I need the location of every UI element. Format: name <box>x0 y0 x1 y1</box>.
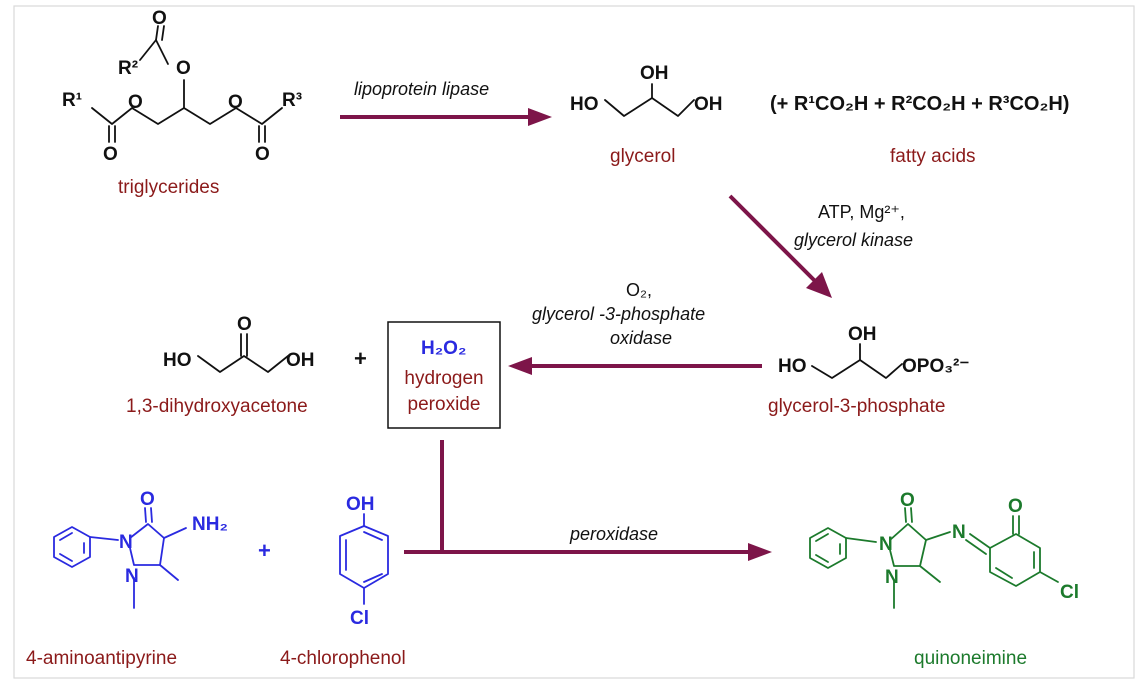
g3p-oxidase-label-line1: glycerol -3-phosphate <box>532 304 705 324</box>
quinoneimine-quinone-oxygen: O <box>1008 496 1023 517</box>
lipoprotein-lipase-label: lipoprotein lipase <box>354 79 489 99</box>
carbonyl-oxygen-1: O <box>103 144 118 165</box>
ester-oxygen-3: O <box>228 92 243 113</box>
oxygen-label: O₂, <box>626 280 652 300</box>
aap-amino-group: NH₂ <box>192 514 228 535</box>
glycerol-3-phosphate-structure: HO OH OPO₃²⁻ glycerol-3-phosphate <box>768 324 969 417</box>
chlorophenol-hydroxyl: OH <box>346 494 375 515</box>
triglycerides-label: triglycerides <box>118 177 219 198</box>
chlorophenol-label: 4-chlorophenol <box>280 648 406 669</box>
h2o2-formula: H₂O₂ <box>421 338 466 359</box>
quinoneimine-pyrazolone-oxygen: O <box>900 490 915 511</box>
r3-group: R³ <box>282 90 302 111</box>
aminoantipyrine-structure: O NH₂ N N 4-aminoantipyrine <box>26 489 228 669</box>
arrow-lipase <box>340 108 552 126</box>
plus-sign-dha: + <box>354 346 367 371</box>
chlorophenol-chlorine: Cl <box>350 608 369 629</box>
aap-nitrogen-2: N <box>125 566 139 587</box>
r1-group: R¹ <box>62 90 82 111</box>
aap-nitrogen-1: N <box>119 532 133 553</box>
r2-group: R² <box>118 58 138 79</box>
hydrogen-peroxide-frame <box>387 321 501 429</box>
hydrogen-peroxide-box: H₂O₂ hydrogen peroxide <box>387 321 501 429</box>
glycerol-hydroxyl-right: OH <box>694 94 723 115</box>
glycerol-hydroxyl-top: OH <box>640 63 669 84</box>
quinoneimine-nitrogen-2: N <box>885 567 899 588</box>
glycerol-kinase-label: glycerol kinase <box>794 230 913 250</box>
g3p-hydroxyl-left: HO <box>778 356 807 377</box>
g3p-phosphate: OPO₃²⁻ <box>902 356 969 377</box>
glycerol-3-phosphate-label: glycerol-3-phosphate <box>768 396 945 417</box>
triglyceride-structure: R² O O R¹ O O R³ O O triglycerides <box>62 8 302 198</box>
fatty-acids-label: fatty acids <box>890 146 976 167</box>
atp-mg-label: ATP, Mg²⁺, <box>818 202 905 222</box>
g3p-oxidase-label-line2: oxidase <box>610 328 672 348</box>
arrow-g3p-oxidase <box>508 357 762 375</box>
glycerol-hydroxyl-left: HO <box>570 94 599 115</box>
dihydroxyacetone-structure: HO O OH 1,3-dihydroxyacetone <box>126 314 315 417</box>
arrow-peroxidase <box>404 440 772 561</box>
dihydroxyacetone-label: 1,3-dihydroxyacetone <box>126 396 308 417</box>
aap-carbonyl-oxygen: O <box>140 489 155 510</box>
carbonyl-oxygen-2: O <box>152 8 167 29</box>
fatty-acids-formula: (+ R¹CO₂H + R²CO₂H + R³CO₂H) <box>770 93 1069 115</box>
ester-oxygen-1: O <box>128 92 143 113</box>
dha-hydroxyl-right: OH <box>286 350 315 371</box>
quinoneimine-imine-nitrogen: N <box>952 522 966 543</box>
g3p-hydroxyl-top: OH <box>848 324 877 345</box>
dha-carbonyl-oxygen: O <box>237 314 252 335</box>
glycerol-label: glycerol <box>610 146 675 167</box>
quinoneimine-chlorine: Cl <box>1060 582 1079 603</box>
plus-sign-reagents: + <box>258 538 271 563</box>
figure-frame <box>13 5 1135 679</box>
peroxide-label: peroxide <box>408 394 481 415</box>
peroxidase-label: peroxidase <box>569 524 658 544</box>
aminoantipyrine-label: 4-aminoantipyrine <box>26 648 177 669</box>
glycerol-structure: HO OH OH glycerol <box>570 63 723 167</box>
quinoneimine-label: quinoneimine <box>914 648 1027 669</box>
quinoneimine-nitrogen-1: N <box>879 534 893 555</box>
arrow-glycerol-kinase <box>728 194 832 298</box>
chlorophenol-structure: OH Cl 4-chlorophenol <box>280 494 406 669</box>
carbonyl-oxygen-3: O <box>255 144 270 165</box>
dha-hydroxyl-left: HO <box>163 350 192 371</box>
ester-oxygen-2: O <box>176 58 191 79</box>
hydrogen-label: hydrogen <box>404 368 483 389</box>
quinoneimine-structure: O N O N N Cl quinoneimine <box>809 490 1079 669</box>
